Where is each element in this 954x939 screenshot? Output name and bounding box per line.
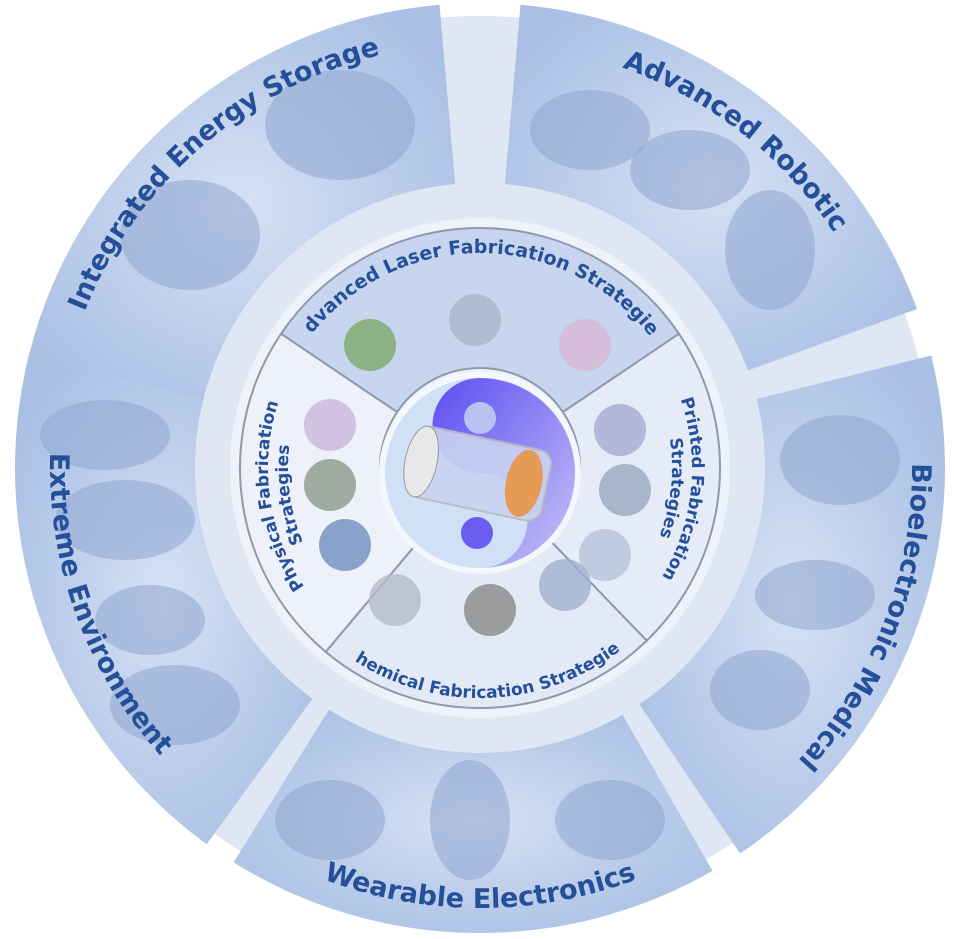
- fabrication-illustration: [304, 399, 356, 451]
- fabrication-illustration: [304, 459, 356, 511]
- battery-icon: [403, 425, 553, 522]
- yin-yang-dot: [464, 402, 496, 434]
- illustration-image: [530, 90, 650, 170]
- fabrication-illustration: [594, 404, 646, 456]
- outer-segment-extreme-environment: [14, 355, 313, 845]
- fabrication-illustration: [464, 584, 516, 636]
- fabrication-illustration: [599, 464, 651, 516]
- illustration-image: [55, 480, 195, 560]
- fabrication-illustration: [579, 529, 631, 581]
- illustration-image: [120, 180, 260, 290]
- illustration-image: [710, 650, 810, 730]
- illustration-image: [555, 780, 665, 860]
- fabrication-illustration: [559, 319, 611, 371]
- fabrication-illustration: [344, 319, 396, 371]
- illustration-image: [275, 780, 385, 860]
- illustration-image: [40, 400, 170, 470]
- fabrication-illustration: [539, 559, 591, 611]
- illustration-image: [430, 760, 510, 880]
- outer-segment-robotic: [504, 4, 917, 371]
- illustration-image: [630, 130, 750, 210]
- illustration-image: [780, 415, 900, 505]
- illustration-image: [265, 70, 415, 180]
- illustration-image: [110, 665, 240, 745]
- fabrication-illustration: [319, 519, 371, 571]
- outer-segment-energy-storage: [25, 4, 456, 409]
- yin-yang-dot: [461, 517, 493, 549]
- fabrication-illustration: [449, 294, 501, 346]
- outer-segment-bioelectronic-medical: [639, 355, 945, 854]
- illustration-image: [725, 190, 815, 310]
- illustration-image: [95, 585, 205, 655]
- illustration-image: [755, 560, 875, 630]
- fabrication-illustration: [369, 574, 421, 626]
- outer-segment-wearable-electronics: [233, 709, 713, 934]
